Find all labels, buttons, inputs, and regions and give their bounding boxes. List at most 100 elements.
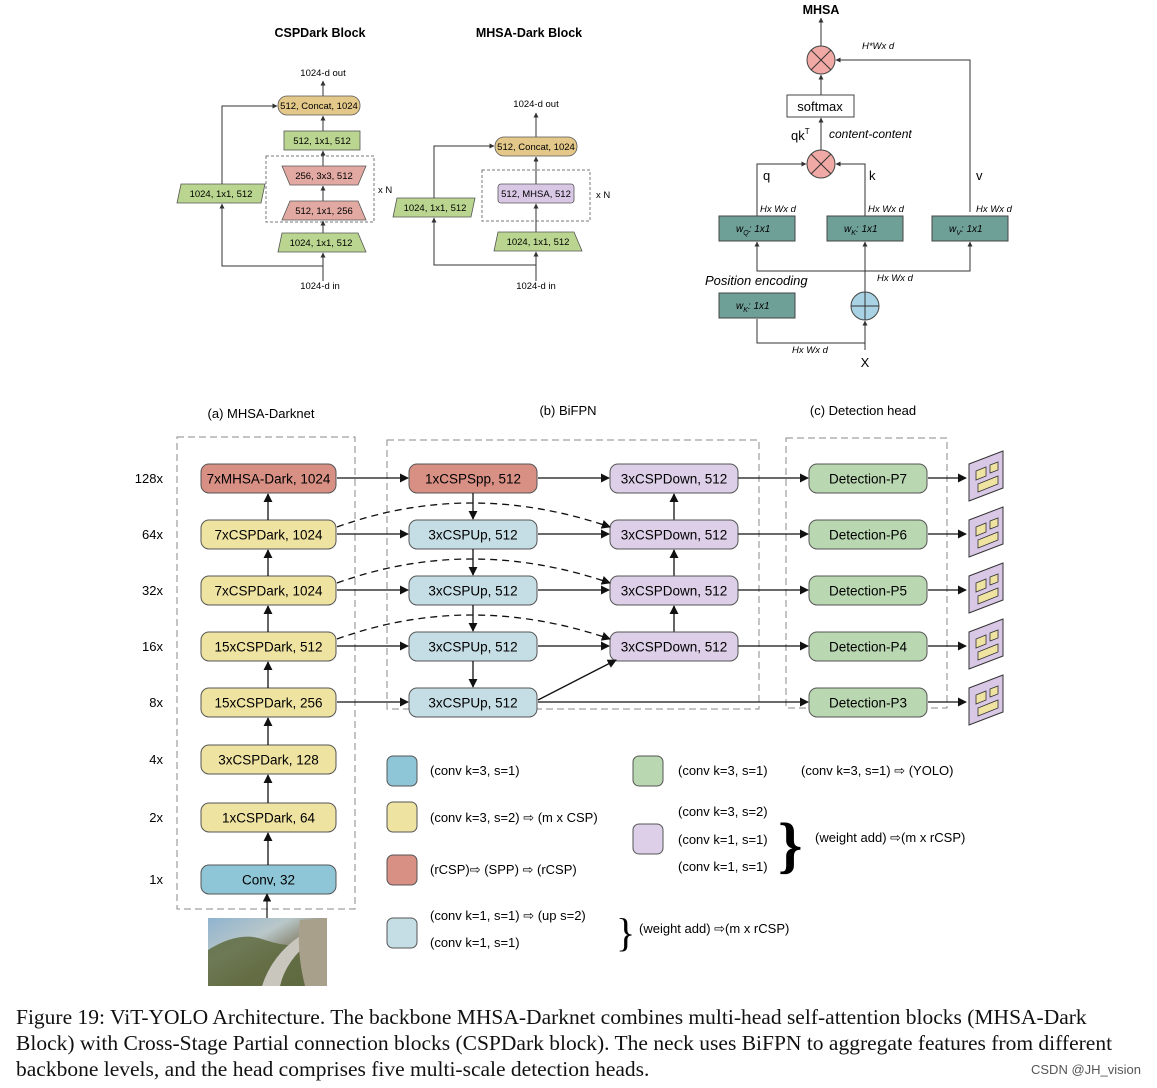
neck-cspdown-3: 3xCSPDown, 512 bbox=[609, 631, 739, 662]
detection-heads: Detection-P7Detection-P6Detection-P5Dete… bbox=[538, 450, 1004, 726]
cspdark-conv-512 bbox=[283, 130, 361, 151]
svg-text:Hx Wx d: Hx Wx d bbox=[792, 345, 829, 356]
mhsa-title: MHSA bbox=[803, 3, 840, 17]
svg-text:q: q bbox=[763, 168, 770, 183]
svg-text:(rCSP)⇨ (SPP) ⇨ (rCSP): (rCSP)⇨ (SPP) ⇨ (rCSP) bbox=[430, 862, 577, 877]
svg-text:3xCSPUp, 512: 3xCSPUp, 512 bbox=[428, 640, 517, 655]
output-feature-map bbox=[968, 562, 1004, 614]
legend-swatch-yellow bbox=[386, 801, 418, 833]
svg-text:Hx Wx d: Hx Wx d bbox=[877, 273, 914, 284]
scale-label: 4x bbox=[149, 752, 163, 767]
svg-text:Detection-P7: Detection-P7 bbox=[829, 472, 907, 487]
architecture-diagram: CSPDark Block 1024-d out 512, Concat, 10… bbox=[135, 3, 1013, 986]
neck-cspdown-1: 3xCSPDown, 512 bbox=[609, 519, 739, 550]
svg-text:(conv k=1, s=1) ⇨ (up s=2): (conv k=1, s=1) ⇨ (up s=2) bbox=[430, 908, 586, 923]
svg-text:3xCSPDown, 512: 3xCSPDown, 512 bbox=[621, 640, 728, 655]
svg-text:3xCSPUp, 512: 3xCSPUp, 512 bbox=[428, 696, 517, 711]
svg-text:wK: 1x1: wK: 1x1 bbox=[736, 301, 770, 314]
svg-text:512, MHSA, 512: 512, MHSA, 512 bbox=[501, 189, 571, 200]
svg-text:X: X bbox=[861, 355, 870, 370]
backbone-cspdark-128: 3xCSPDark, 128 bbox=[200, 744, 337, 775]
svg-text:(weight add) ⇨(m x rCSP): (weight add) ⇨(m x rCSP) bbox=[639, 921, 789, 936]
cspdark-conv-512-256 bbox=[281, 200, 367, 221]
svg-text:3xCSPUp, 512: 3xCSPUp, 512 bbox=[428, 528, 517, 543]
legend-swatch-red bbox=[386, 854, 418, 886]
svg-text:wV: 1x1: wV: 1x1 bbox=[949, 224, 983, 237]
svg-text:1024, 1x1, 512: 1024, 1x1, 512 bbox=[507, 237, 570, 248]
legend-brace-large: } bbox=[778, 812, 802, 880]
svg-text:3xCSPDown, 512: 3xCSPDown, 512 bbox=[621, 472, 728, 487]
mhsa-module: MHSA H*Wx d softmax qkT content-content … bbox=[705, 3, 1013, 370]
svg-text:1024, 1x1, 512: 1024, 1x1, 512 bbox=[190, 189, 253, 200]
svg-text:Position encoding: Position encoding bbox=[705, 273, 808, 288]
svg-text:wK: 1x1: wK: 1x1 bbox=[844, 224, 878, 237]
scale-label: 64x bbox=[142, 527, 163, 542]
svg-text:k: k bbox=[869, 168, 876, 183]
mhsa-position-encoding bbox=[718, 292, 796, 319]
svg-text:Detection-P6: Detection-P6 bbox=[829, 528, 907, 543]
cspdark-concat bbox=[277, 95, 361, 116]
svg-text:softmax: softmax bbox=[797, 99, 843, 114]
svg-text:Hx Wx d: Hx Wx d bbox=[976, 204, 1013, 215]
cspdark-repeat-box bbox=[265, 155, 375, 223]
svg-text:512, Concat, 1024: 512, Concat, 1024 bbox=[497, 142, 575, 153]
scale-label: 8x bbox=[149, 695, 163, 710]
svg-text:1xCSPDark, 64: 1xCSPDark, 64 bbox=[222, 811, 316, 826]
detection-head-p3: Detection-P3 bbox=[808, 687, 928, 718]
mhsa-dark-mhsa bbox=[497, 183, 575, 204]
svg-text:(conv k=3, s=1): (conv k=3, s=1) bbox=[678, 763, 768, 778]
backbone-dashed-box bbox=[176, 436, 356, 910]
mhsa-dark-bottom-conv bbox=[493, 231, 583, 252]
backbone-conv-32: Conv, 32 bbox=[200, 864, 337, 895]
svg-text:wQ: 1x1: wQ: 1x1 bbox=[736, 224, 770, 237]
svg-text:Hx Wx d: Hx Wx d bbox=[760, 204, 797, 215]
neck-cspdown-0: 3xCSPDown, 512 bbox=[609, 463, 739, 494]
svg-text:v: v bbox=[976, 168, 983, 183]
output-feature-map bbox=[968, 674, 1004, 726]
figure-caption: Figure 19: ViT-YOLO Architecture. The ba… bbox=[16, 1005, 1113, 1081]
bifpn-neck: 1xCSPSpp, 512 3xCSPUp, 512 3xCSPUp, 512 3xC… bbox=[336, 463, 739, 718]
mhsa-dark-side-conv bbox=[392, 197, 476, 218]
output-feature-map bbox=[968, 618, 1004, 670]
neck-cspup-4: 3xCSPUp, 512 bbox=[408, 687, 538, 718]
output-feature-map bbox=[968, 450, 1004, 502]
svg-text:3xCSPUp, 512: 3xCSPUp, 512 bbox=[428, 584, 517, 599]
svg-text:1024, 1x1, 512: 1024, 1x1, 512 bbox=[290, 238, 353, 249]
svg-text:content-content: content-content bbox=[829, 127, 912, 141]
svg-text:512, 1x1, 256: 512, 1x1, 256 bbox=[295, 206, 353, 217]
section-titles: (a) MHSA-Darknet (b) BiFPN (c) Detection… bbox=[208, 403, 917, 421]
svg-text:Detection-P5: Detection-P5 bbox=[829, 584, 907, 599]
legend-swatch-purple bbox=[632, 823, 664, 855]
svg-text:(conv k=1, s=1): (conv k=1, s=1) bbox=[430, 935, 520, 950]
section-b-title: (b) BiFPN bbox=[539, 403, 596, 418]
detection-head-p4: Detection-P4 bbox=[808, 631, 928, 662]
svg-text:Detection-P3: Detection-P3 bbox=[829, 696, 907, 711]
svg-text:7xCSPDark, 1024: 7xCSPDark, 1024 bbox=[214, 528, 323, 543]
svg-text:1024, 1x1, 512: 1024, 1x1, 512 bbox=[404, 203, 467, 214]
svg-text:H*Wx d: H*Wx d bbox=[862, 41, 895, 52]
backbone-cspdark-64: 1xCSPDark, 64 bbox=[200, 802, 337, 833]
svg-text:Hx Wx d: Hx Wx d bbox=[868, 204, 905, 215]
svg-text:3xCSPDown, 512: 3xCSPDown, 512 bbox=[621, 584, 728, 599]
backbone-cspdark-1024-a: 7xCSPDark, 1024 bbox=[200, 519, 337, 550]
neck-cspspp: 1xCSPSpp, 512 bbox=[408, 463, 538, 494]
mhsa-wv bbox=[931, 215, 1009, 242]
scale-label: 16x bbox=[142, 639, 163, 654]
scale-label: 32x bbox=[142, 583, 163, 598]
watermark: CSDN @JH_vision bbox=[1031, 1062, 1141, 1077]
mhsa-dark-in: 1024-d in bbox=[516, 281, 556, 292]
cspdark-in: 1024-d in bbox=[300, 281, 340, 292]
mhsa-dark-block: MHSA-Dark Block 1024-d out 512, Concat, … bbox=[392, 26, 610, 292]
svg-text:Conv, 32: Conv, 32 bbox=[242, 873, 295, 888]
svg-text:(conv k=3, s=2): (conv k=3, s=2) bbox=[678, 804, 768, 819]
svg-text:3xCSPDark, 128: 3xCSPDark, 128 bbox=[218, 753, 319, 768]
svg-text:1xCSPSpp, 512: 1xCSPSpp, 512 bbox=[425, 472, 521, 487]
section-a-title: (a) MHSA-Darknet bbox=[208, 406, 315, 421]
mhsa-dark-concat bbox=[494, 136, 578, 157]
backbone-mhsa-dark-1024: 7xMHSA-Dark, 1024 bbox=[200, 463, 337, 494]
scale-label: 2x bbox=[149, 810, 163, 825]
mhsa-wk bbox=[826, 215, 904, 242]
neck-cspdown-2: 3xCSPDown, 512 bbox=[609, 575, 739, 606]
